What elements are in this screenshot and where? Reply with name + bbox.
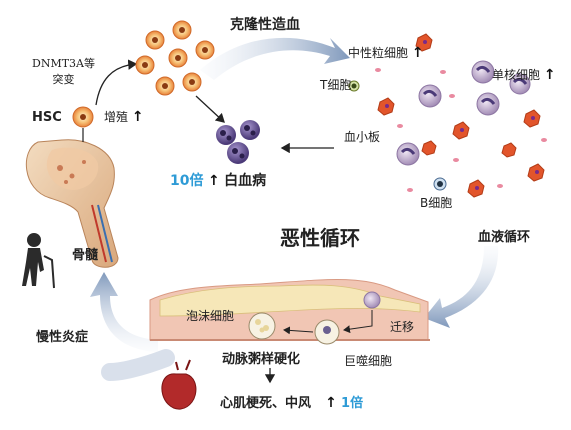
vicious-cycle-label: 恶性循环	[280, 226, 360, 250]
fold-1-text: 1倍	[341, 396, 364, 411]
artery	[149, 279, 430, 345]
atherosclerosis-label: 动脉粥样硬化	[222, 352, 301, 367]
mutation-arrow	[95, 59, 138, 106]
circulation-arrow	[424, 246, 499, 328]
chronic-inflammation-label: 慢性炎症	[36, 330, 89, 345]
up-arrow-icon: ↑	[131, 109, 144, 125]
monocyte-label: 单核细胞 ↑	[492, 66, 556, 83]
leukemia-label: 10倍 ↑ 白血病	[170, 170, 266, 190]
macrophage-label: 巨噬细胞	[344, 354, 393, 368]
up-arrow-icon: ↑	[543, 67, 556, 83]
bottom-arrow	[101, 349, 175, 381]
inflammation-arrow	[90, 272, 158, 352]
t-cell-label: T细胞	[320, 78, 352, 92]
foam-cell-label: 泡沫细胞	[186, 309, 235, 323]
monocyte-text: 单核细胞	[492, 68, 541, 82]
neutrophil-text: 中性粒细胞	[348, 46, 409, 60]
heart-icon	[161, 359, 197, 410]
femur-bone	[25, 139, 119, 268]
proliferation-text: 增殖	[104, 110, 129, 124]
hsc-label: HSC	[32, 110, 62, 125]
progenitor-cluster	[135, 20, 215, 96]
leukemia-text: 白血病	[224, 173, 267, 189]
proliferation-label: 增殖 ↑	[104, 108, 144, 125]
up-arrow-icon: ↑	[411, 45, 424, 61]
mutation-label: DNMT3A等 突变	[32, 57, 95, 86]
clonal-arrow	[200, 37, 350, 80]
to-leukemia-arrow	[195, 95, 225, 123]
blood-circulation-label: 血液循环	[478, 230, 531, 245]
fold-10-text: 10倍	[170, 173, 204, 189]
leukemia-cells	[216, 120, 260, 164]
mi-stroke-text: 心肌梗死、中风	[220, 396, 312, 411]
up-arrow-icon: ↑	[325, 395, 337, 411]
elderly-person-icon	[22, 233, 55, 289]
migration-label: 迁移	[390, 320, 415, 334]
neutrophil-label: 中性粒细胞 ↑	[348, 44, 424, 61]
b-cell-label: B细胞	[420, 196, 453, 210]
blood-cells	[348, 33, 547, 198]
bone-marrow-label: 骨髓	[72, 248, 99, 263]
clonal-hematopoiesis-label: 克隆性造血	[230, 17, 300, 33]
up-arrow-icon: ↑	[207, 173, 220, 189]
mi-stroke-label: 心肌梗死、中风 ↑ 1倍	[220, 392, 363, 411]
platelet-label: 血小板	[344, 130, 381, 144]
